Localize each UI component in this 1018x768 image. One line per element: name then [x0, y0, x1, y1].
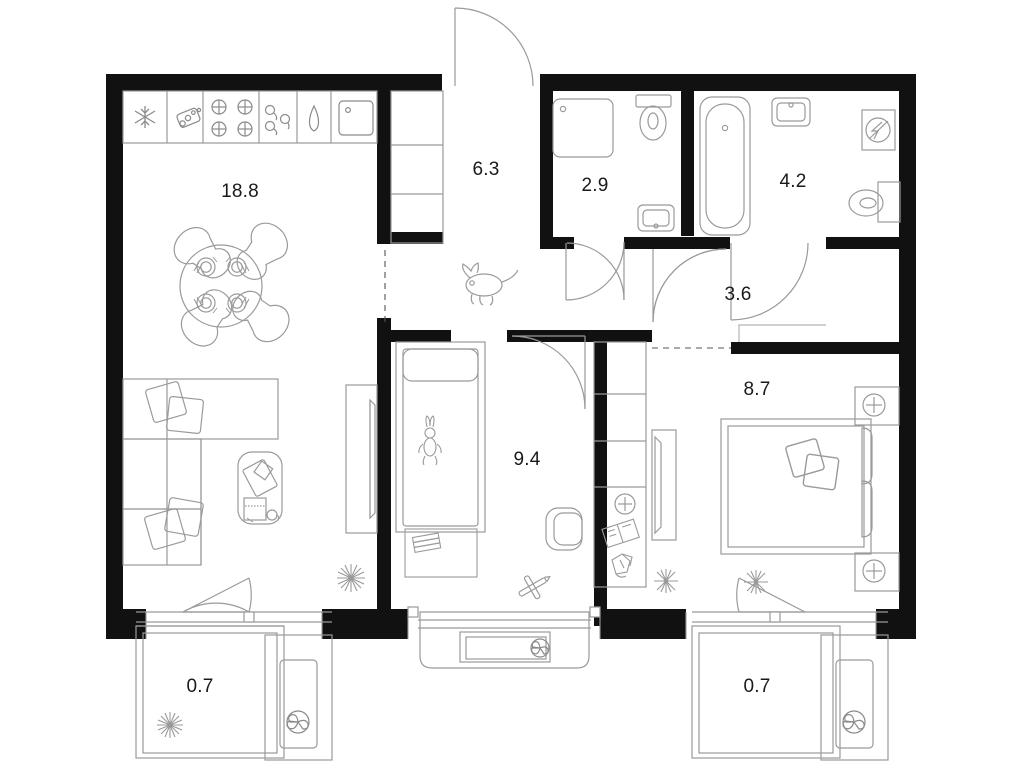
round-table-icon	[173, 222, 290, 347]
fan-icon	[842, 710, 866, 734]
kitchen-counter-run	[122, 90, 378, 144]
area-label-bathroom-guest: 2.9	[581, 175, 608, 196]
sink-icon	[338, 100, 374, 136]
shower-icon	[552, 98, 614, 158]
area-label-bathroom-main: 4.2	[779, 171, 806, 192]
nightstand-icon	[854, 552, 900, 592]
dashed-opening-line	[384, 250, 731, 349]
corner-sofa-icon	[122, 378, 279, 566]
washbasin-icon	[771, 97, 811, 127]
electric-meter-icon	[861, 109, 896, 151]
plant-icon	[654, 569, 678, 593]
balcony-left-railing	[136, 611, 332, 623]
nightstand-icon	[854, 386, 900, 426]
toilet-icon	[635, 94, 672, 141]
center-bay-ledge	[418, 611, 591, 669]
window-marks	[145, 612, 877, 639]
tv-icon	[651, 429, 677, 541]
open-book-icon	[601, 518, 640, 549]
child-room-door	[511, 335, 586, 410]
dog-icon	[462, 262, 519, 306]
wardrobe-icon	[390, 90, 444, 244]
area-label-balcony-left: 0.7	[186, 676, 213, 697]
toilet-icon	[848, 181, 901, 223]
tv-icon	[345, 384, 378, 534]
washbasin-icon	[637, 204, 675, 232]
corridor-door	[652, 248, 727, 323]
snowflake-icon	[134, 106, 156, 128]
bath-guest-door	[565, 241, 625, 301]
area-label-corridor: 3.6	[724, 284, 751, 305]
balcony-right-railing	[692, 611, 888, 623]
toy-icon	[611, 553, 633, 578]
area-label-kitchen-living: 18.8	[221, 181, 259, 202]
fan-icon	[530, 638, 550, 658]
books-icon	[404, 528, 478, 578]
area-label-bedroom-master: 8.7	[743, 379, 770, 400]
four-burner-icon	[211, 99, 253, 137]
wardrobe-icon	[593, 341, 647, 588]
area-labels: 18.8 6.3 2.9 4.2 3.6 9.4 8.7 0.7 0.7	[186, 159, 806, 697]
area-label-hallway: 6.3	[472, 159, 499, 180]
dishware-icon	[264, 104, 291, 136]
structural-walls	[106, 74, 916, 639]
area-label-bedroom-child: 9.4	[513, 449, 540, 470]
plant-icon	[157, 712, 183, 738]
balcony-left	[135, 625, 333, 761]
entry-door	[454, 7, 534, 87]
balcony-right	[691, 625, 889, 761]
oven-icon	[176, 107, 202, 128]
plant-icon	[337, 564, 365, 592]
lamp-icon	[614, 493, 636, 515]
airplane-toy-icon	[518, 575, 551, 600]
pillows-icon	[785, 438, 840, 491]
bathtub-icon	[699, 96, 751, 236]
double-bed-icon	[720, 418, 873, 555]
bunny-toy-icon	[418, 415, 442, 466]
single-bed-icon	[395, 341, 486, 533]
coffee-table-icon	[237, 451, 283, 525]
fan-icon	[286, 710, 310, 734]
area-label-balcony-right: 0.7	[743, 676, 770, 697]
armchair-icon	[545, 507, 583, 551]
corridor-outline	[738, 324, 826, 342]
water-drop-icon	[308, 104, 320, 132]
bath-main-door	[730, 242, 809, 321]
